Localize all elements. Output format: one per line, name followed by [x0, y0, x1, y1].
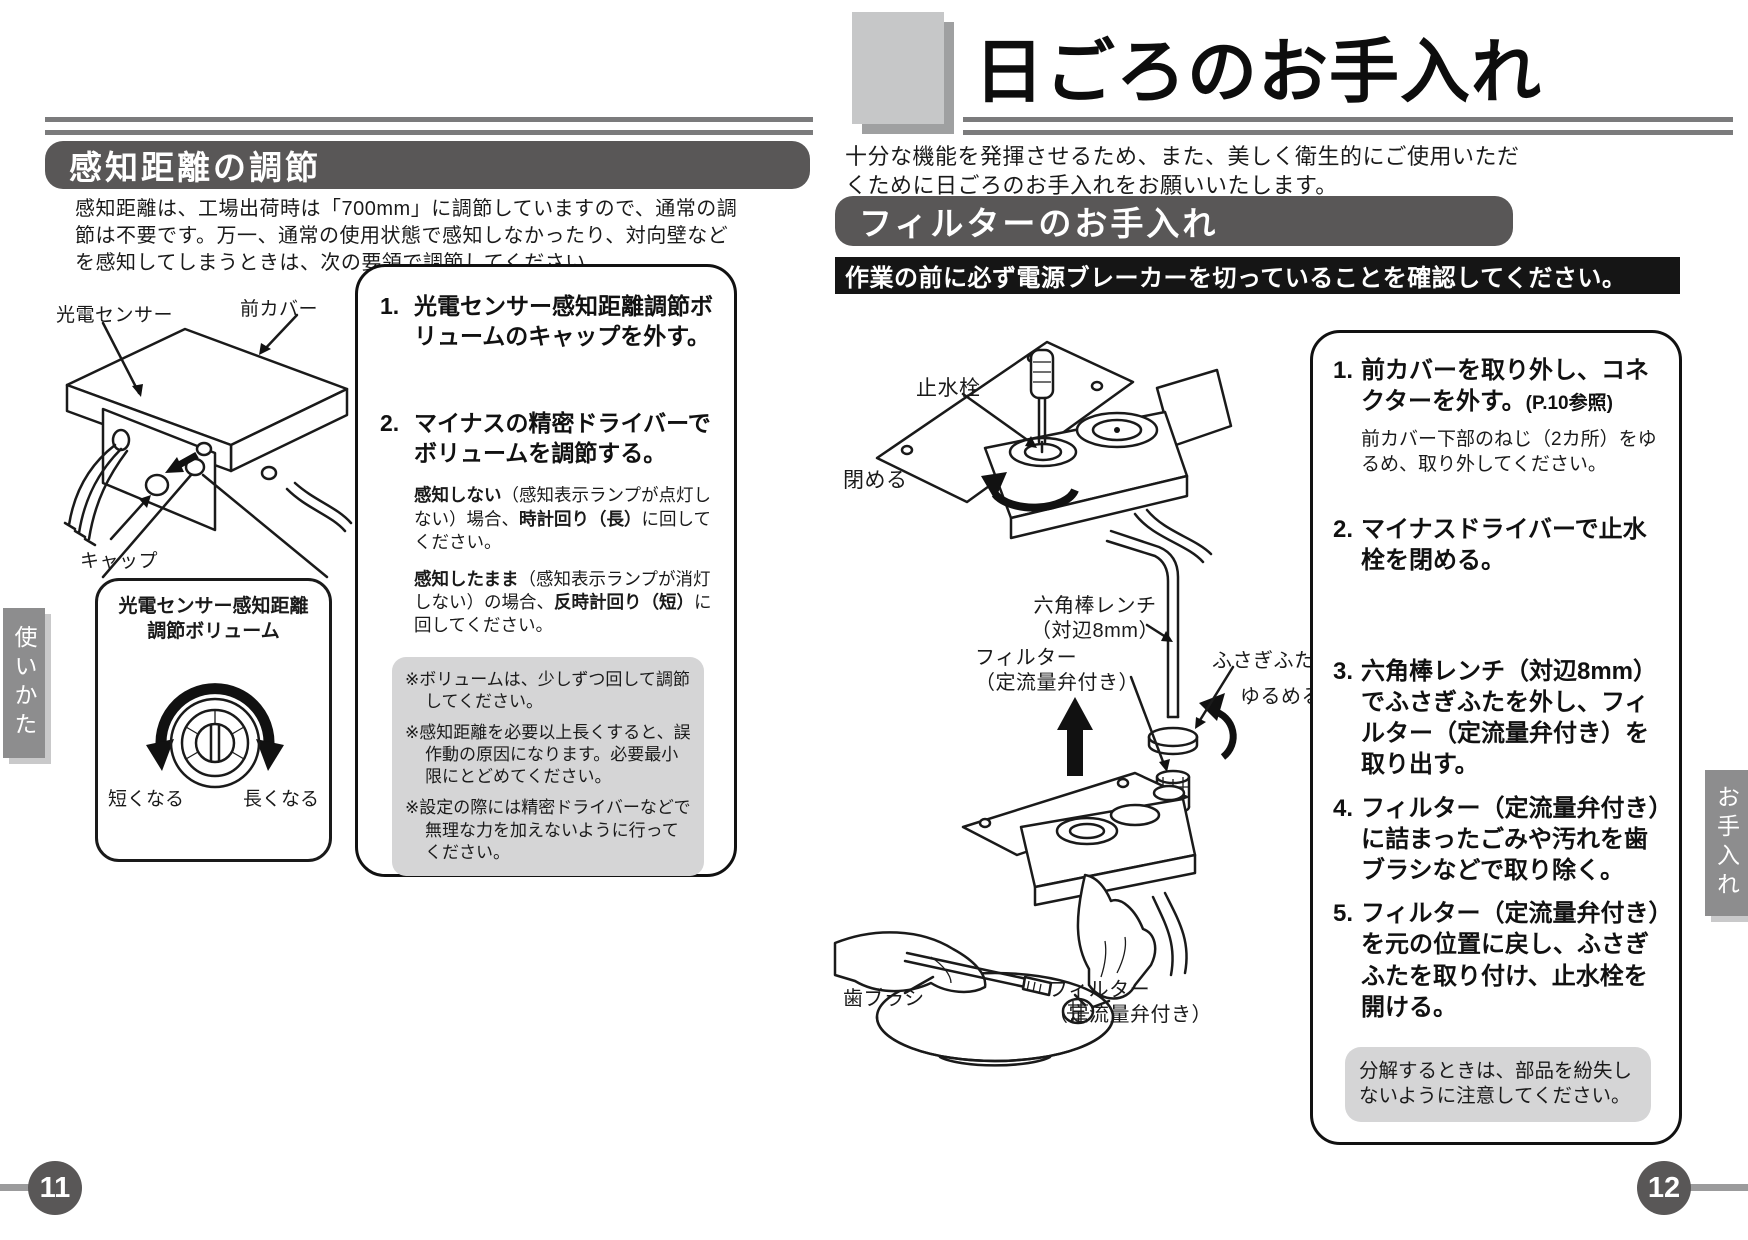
label-photo-sensor: 光電センサー — [56, 305, 174, 326]
label-filter-bowl: フィルター （定流量弁付き） — [1048, 979, 1212, 1026]
callout-title-line1: 光電センサー感知距離 — [118, 596, 309, 617]
side-tab-usage: 使いかた — [3, 608, 45, 758]
side-tab-maintenance: お手入れ — [1705, 770, 1748, 916]
instruction-box-left: 1. 光電センサー感知距離調節ボリュームのキャップを外す。 2. マイナスの精密… — [355, 264, 737, 877]
label-hex-wrench: 六角棒レンチ （対辺8mm） — [1031, 595, 1159, 642]
double-rule-left-2 — [45, 130, 813, 135]
page-title: 日ごろのお手入れ — [974, 33, 1542, 111]
instruction-box-right: 1. 前カバーを取り外し、コネクターを外す。(P.10参照) 前カバー下部のねじ… — [1310, 330, 1682, 1145]
breaker-warning-text: 作業の前に必ず電源ブレーカーを切っていることを確認してください。 — [845, 265, 1627, 292]
label-loosen: ゆるめる — [1240, 686, 1322, 708]
label-cap: キャップ — [80, 551, 159, 572]
right-step-5: 5. フィルター（定流量弁付き）を元の位置に戻し、ふさぎふたを取り付け、止水栓を… — [1333, 900, 1661, 1021]
section-title-left: 感知距離の調節 — [69, 149, 321, 186]
double-rule-right-1 — [963, 117, 1733, 122]
label-filter-upper: フィルター （定流量弁付き） — [975, 647, 1139, 694]
sensor-unit-diagram — [63, 313, 353, 579]
page-reference: (P.10参照) — [1525, 393, 1613, 415]
right-step-1-sub: 前カバー下部のねじ（2カ所）をゆるめ、取り外してください。 — [1361, 429, 1657, 476]
right-step-1: 1. 前カバーを取り外し、コネクターを外す。(P.10参照) — [1333, 357, 1649, 416]
label-close: 閉める — [843, 469, 908, 492]
double-rule-left-1 — [45, 117, 813, 122]
filter-removal-diagram — [833, 529, 1237, 1067]
adjustment-dial-diagram — [146, 683, 284, 789]
left-notes-box: ※ボリュームは、少しずつ回して調節してください。 ※感知距離を必要以上長くすると… — [392, 657, 704, 876]
page-12-rule — [1682, 1184, 1748, 1191]
section-bar-right: フィルターのお手入れ — [835, 196, 1513, 246]
left-step-2-detail-1: 感知しない（感知表示ランプが点灯しない）場合、時計回り（長）に回してください。 — [414, 485, 711, 552]
volume-callout: 光電センサー感知距離 調節ボリューム 短くなる 長くなる — [95, 578, 332, 862]
section-title-right: フィルターのお手入れ — [859, 205, 1219, 242]
right-note-box: 分解するときは、部品を紛失しないように注意してください。 — [1345, 1046, 1651, 1122]
note-item: ※設定の際には精密ドライバーなどで無理な力を加えないように行ってください。 — [405, 798, 691, 862]
page-number-right: 12 — [1637, 1161, 1691, 1215]
double-rule-right-2 — [963, 130, 1733, 135]
left-step-2: 2. マイナスの精密ドライバーでボリュームを調節する。 — [380, 409, 711, 467]
section-bar-left: 感知距離の調節 — [45, 141, 810, 189]
label-front-cover: 前カバー — [240, 299, 319, 320]
left-step-1: 1. 光電センサー感知距離調節ボリュームのキャップを外す。 — [380, 293, 713, 350]
note-item: ※ボリュームは、少しずつ回して調節してください。 — [405, 670, 690, 712]
label-shutoff-valve: 止水栓 — [916, 377, 981, 400]
dial-label-shorter: 短くなる — [108, 789, 185, 810]
page-number-left: 11 — [28, 1161, 82, 1215]
label-toothbrush: 歯ブラシ — [843, 988, 925, 1010]
intro-paragraph-left: 感知距離は、工場出荷時は「700mm」に調節していますので、通常の調節は不要です… — [75, 198, 738, 275]
right-step-2: 2. マイナスドライバーで止水栓を閉める。 — [1333, 515, 1647, 574]
side-tab-maintenance-label: お手入れ — [1713, 785, 1740, 901]
shutoff-valve-diagram — [875, 340, 1233, 564]
note-item: ※感知距離を必要以上長くすると、誤作動の原因になります。必要最小限にとどめてくだ… — [405, 723, 691, 787]
right-step-4: 4. フィルター（定流量弁付き）に詰まったごみや汚れを歯ブラシなどで取り除く。 — [1333, 794, 1661, 885]
intro-paragraph-right: 十分な機能を発揮させるため、また、美しく衛生的にご使用いただくために日ごろのお手… — [845, 144, 1520, 199]
callout-title-line2: 調節ボリューム — [147, 620, 280, 642]
left-step-2-detail-2: 感知したまま（感知表示ランプが消灯しない）の場合、反時計回り（短）に回してくださ… — [414, 568, 712, 635]
title-square-decoration — [852, 12, 944, 124]
breaker-warning-bar: 作業の前に必ず電源ブレーカーを切っていることを確認してください。 — [835, 257, 1680, 294]
page-11-rule — [0, 1184, 42, 1191]
right-step-3: 3. 六角棒レンチ（対辺8mm）でふさぎふたを外し、フィルター（定流量弁付き）を… — [1333, 657, 1658, 779]
dial-label-longer: 長くなる — [242, 789, 319, 810]
side-tab-usage-label: 使いかた — [11, 625, 37, 741]
label-plug: ふさぎふた — [1212, 650, 1315, 672]
